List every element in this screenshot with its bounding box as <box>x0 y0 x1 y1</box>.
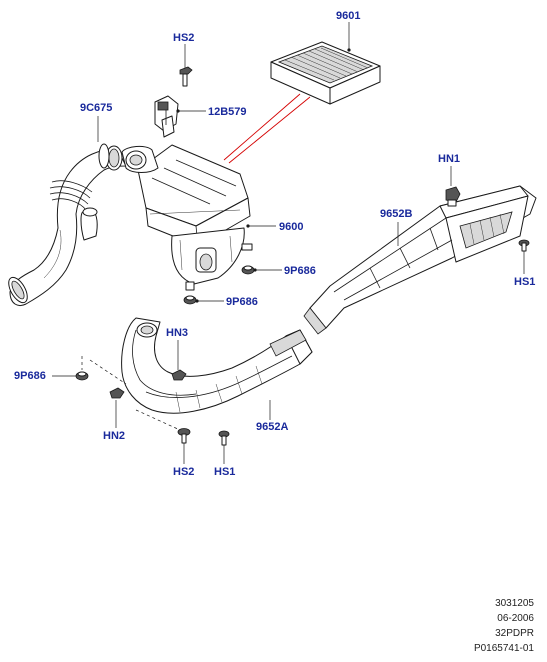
callout-9652a: 9652A <box>256 421 289 433</box>
callout-hs1-right: HS1 <box>514 276 536 288</box>
intake-duct-b <box>303 185 537 335</box>
callout-12b579: 12B579 <box>208 106 247 118</box>
assembly-dashline-lower <box>135 409 181 431</box>
grommet-left <box>75 371 89 381</box>
callout-9600: 9600 <box>279 221 304 233</box>
callout-9652b: 9652B <box>380 208 413 220</box>
callout-9p686-upper: 9P686 <box>284 265 316 277</box>
install-lines <box>223 93 311 164</box>
callout-hn1: HN1 <box>438 153 461 165</box>
nut-hn2 <box>109 387 125 399</box>
air-cleaner-housing <box>121 144 253 291</box>
callout-hn3: HN3 <box>166 327 189 339</box>
intake-hose <box>8 143 127 306</box>
intake-duct-a <box>121 317 313 414</box>
leader-dot-9601 <box>347 48 351 52</box>
bolt-hs2-top <box>179 66 193 87</box>
footer-code-4: P0165741-01 <box>473 643 534 654</box>
callout-9c675: 9C675 <box>80 102 113 114</box>
callout-hs2-bottom: HS2 <box>173 466 195 478</box>
footer-code-2: 06-2006 <box>497 613 534 624</box>
nut-hn3 <box>171 369 187 381</box>
callout-hs1-bottom: HS1 <box>214 466 236 478</box>
maf-sensor <box>154 95 179 138</box>
screw-hs1-bottom <box>218 430 230 446</box>
screw-hs1-right <box>518 239 530 252</box>
callout-9p686-left: 9P686 <box>14 370 46 382</box>
footer-code-3: 32PDPR <box>495 628 534 639</box>
nut-hn1 <box>445 186 461 207</box>
callout-hn2: HN2 <box>103 430 126 442</box>
callout-9601: 9601 <box>336 10 361 22</box>
footer-code-1: 3031205 <box>495 598 534 609</box>
bolt-hs2-bottom <box>177 428 191 444</box>
assembly-dashline-diag <box>89 359 127 385</box>
callout-hs2-top: HS2 <box>173 32 195 44</box>
grommet-right-lower <box>183 295 197 305</box>
air-filter-element <box>270 41 381 105</box>
callout-9p686-lower: 9P686 <box>226 296 258 308</box>
grommet-right-upper <box>241 265 255 275</box>
